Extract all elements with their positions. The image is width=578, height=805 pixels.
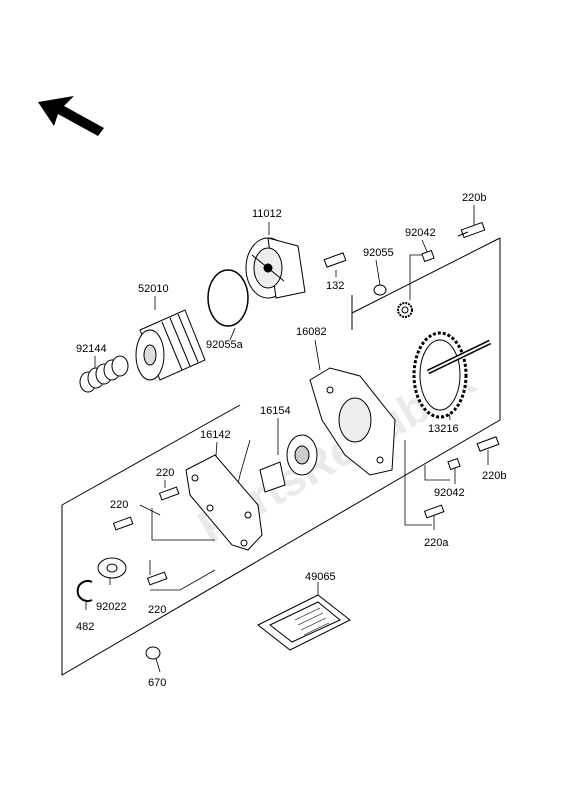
part-16154-rotor [259,434,318,493]
label-220-a: 220 [156,467,174,479]
label-482: 482 [76,621,94,633]
label-220-c: 220 [148,604,166,616]
part-220b-bolt-top [457,221,486,239]
part-92055-oring [373,284,387,296]
part-11012-rotor [245,237,306,299]
part-220b-bolt-bottom [476,436,500,452]
part-16082-pump-body [309,367,396,476]
label-92042-top: 92042 [405,227,436,239]
label-92042-bottom: 92042 [434,487,465,499]
label-52010: 52010 [138,283,169,295]
part-92144-spring [79,355,129,393]
assembly-frame [61,237,501,676]
label-92055: 92055 [363,247,394,259]
label-220-b: 220 [110,499,128,511]
label-220a: 220a [424,537,449,549]
gear-icon [397,302,413,318]
label-11012: 11012 [252,208,282,220]
part-220a-bolt [423,504,445,519]
part-92042-pin-top [421,249,435,263]
label-92055a: 92055a [206,339,244,351]
part-92042-pin-bottom [447,457,461,471]
part-482-circlip [76,580,93,602]
part-132-bolt [323,252,347,268]
direction-arrow-icon [38,96,104,136]
part-49065-screen [257,594,351,651]
label-16154: 16154 [260,405,291,417]
part-670-oring [145,646,161,660]
part-92022-washer [97,557,127,579]
label-13216: 13216 [428,423,459,435]
label-16142: 16142 [200,429,231,441]
part-220-bolt-1 [158,486,180,501]
label-132: 132 [326,280,344,292]
label-92022: 92022 [96,601,127,613]
part-52010-filter [135,309,206,381]
label-670: 670 [148,677,166,689]
label-92144: 92144 [76,343,107,355]
part-labels: 11012 220b 92042 92055 132 52010 92055a … [76,192,506,689]
part-220-bolt-2 [112,516,134,531]
leader-lines [85,205,489,673]
label-49065: 49065 [305,571,336,583]
label-220b-top: 220b [462,192,486,204]
part-13216-gear [412,331,492,419]
label-16082: 16082 [296,326,327,338]
part-220-bolt-3 [146,571,168,586]
label-220b-bottom: 220b [482,470,506,482]
part-92055a-oring [207,269,249,327]
part-16142-cover [185,454,263,551]
